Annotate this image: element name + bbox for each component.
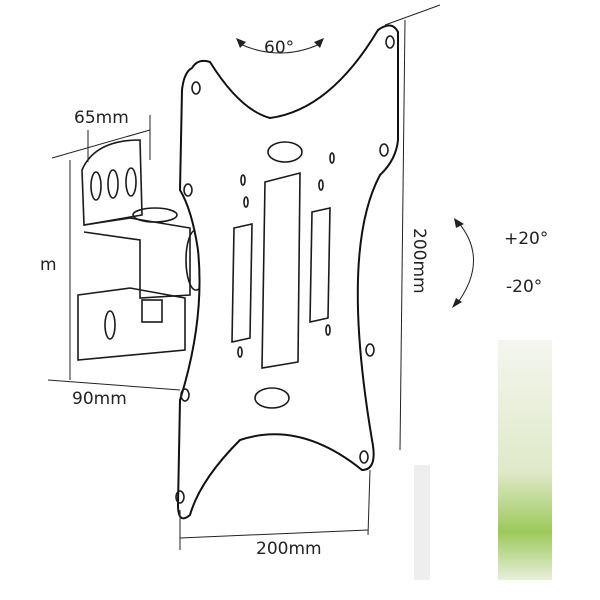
tilt-up-label: +20° (504, 229, 548, 249)
plate-width-label: 200mm (256, 539, 322, 559)
bracket-depth-label: 90mm (72, 389, 127, 409)
bracket-width-label: 65mm (74, 108, 129, 128)
swivel-angle-label: 60° (264, 38, 294, 58)
vesa-plate (176, 24, 399, 520)
background-photo-frame (498, 340, 552, 580)
background-wall-panel (414, 465, 430, 580)
tilt-down-label: -20° (506, 277, 542, 297)
plate-holes (175, 35, 395, 504)
cropped-dimension-label: m (40, 255, 57, 275)
plate-slots (231, 171, 331, 369)
dimension-lines (47, 4, 474, 550)
arrow-icons (236, 38, 464, 308)
plate-height-label: 200mm (409, 228, 429, 294)
